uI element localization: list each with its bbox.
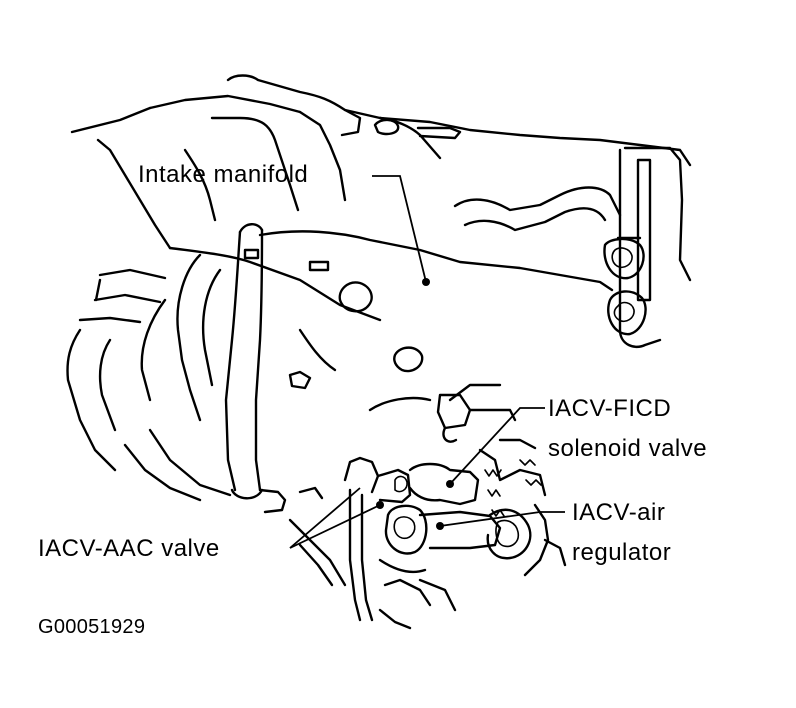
- label-iacv-aac: IACV-AAC valve: [38, 535, 220, 562]
- figure-id: G00051929: [38, 616, 146, 638]
- label-iacv-ficd-line2: solenoid valve: [548, 435, 708, 462]
- vertical-hose: [224, 223, 264, 500]
- upper-manifold-outline: [70, 74, 692, 250]
- label-iacv-air-line2: regulator: [572, 539, 672, 566]
- right-pipe-bracket: [453, 146, 692, 349]
- label-iacv-ficd-line1: IACV-FICD: [548, 395, 672, 422]
- label-intake-manifold: Intake manifold: [138, 161, 309, 188]
- leader-lines: [289, 175, 565, 549]
- valve-assembly: [258, 383, 567, 630]
- label-iacv-air-line1: IACV-air: [572, 499, 666, 526]
- manifold-body: [66, 230, 614, 502]
